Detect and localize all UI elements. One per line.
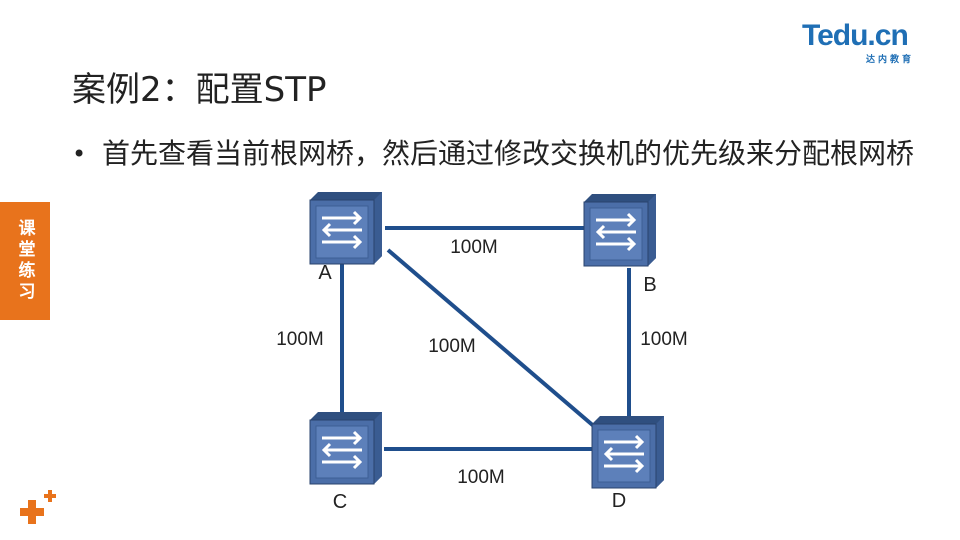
switch-label-b: B [643, 274, 656, 296]
switch-a-icon [309, 192, 382, 265]
switch-label-c: C [333, 491, 347, 513]
logo: Tedu.cn 达内教育 [802, 18, 942, 68]
switch-c-icon [309, 412, 382, 485]
bullet-dot: • [72, 140, 87, 168]
page-title: 案例2：配置STP [72, 70, 327, 110]
link-a-d [386, 248, 598, 430]
logo-subtitle: 达内教育 [866, 55, 915, 65]
link-label-a-d: 100M [428, 336, 476, 357]
switch-d-icon [591, 416, 664, 489]
link-label-c-d: 100M [457, 467, 505, 488]
switch-b-icon [583, 194, 656, 267]
side-tab: 课堂练习 [0, 202, 50, 320]
bullet-text: 首先查看当前根网桥，然后通过修改交换机的优先级来分配根网桥 [102, 137, 915, 170]
link-label-a-c: 100M [276, 329, 324, 350]
logo-text: Tedu.cn [802, 19, 909, 52]
plus-decoration-icon [20, 490, 56, 524]
switch-label-a: A [318, 262, 332, 284]
link-label-a-b: 100M [450, 237, 498, 258]
link-label-b-d: 100M [640, 329, 688, 350]
side-tab-label: 课堂练习 [14, 219, 35, 303]
switch-label-d: D [612, 490, 626, 512]
